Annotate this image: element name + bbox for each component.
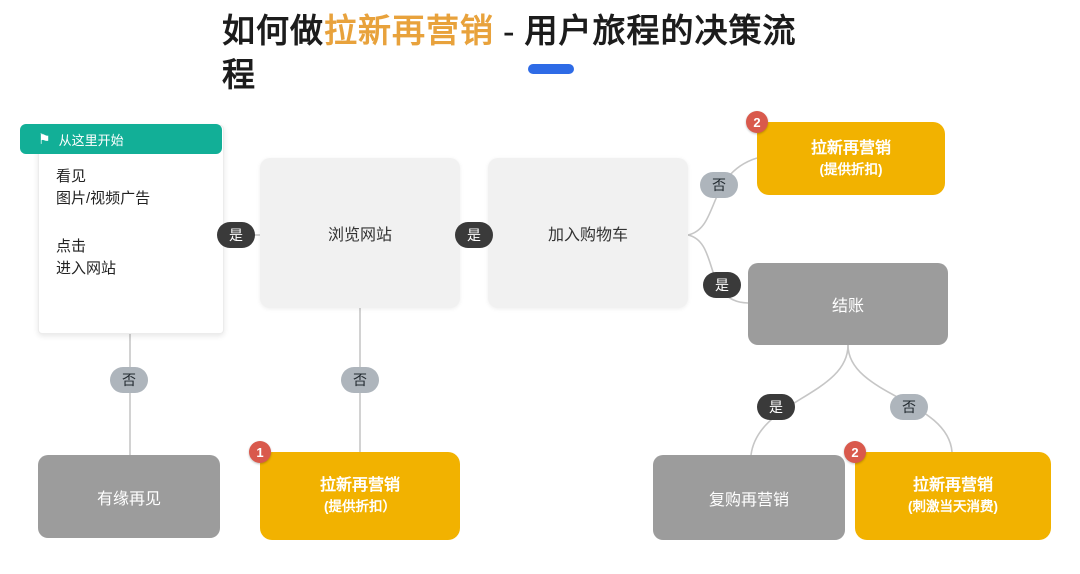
no-pill-start-farewell: 否: [110, 367, 148, 393]
remarketing-sameday-node: 拉新再营销 (刺激当天消费): [855, 452, 1051, 540]
remarketing-sameday-subtitle: (刺激当天消费): [908, 499, 998, 514]
title-highlight: 拉新再营销: [324, 14, 494, 50]
start-line-3: 点击: [56, 238, 87, 255]
start-line-1: 看见: [56, 168, 87, 185]
title-underline-dash: [528, 64, 574, 74]
flag-icon: ⚑: [38, 131, 51, 147]
browse-website-label: 浏览网站: [327, 227, 392, 244]
start-line-4: 进入网站: [56, 260, 117, 277]
yes-pill-checkout-repurchase: 是: [757, 394, 795, 420]
yes-pill-browse-cart: 是: [455, 222, 493, 248]
checkout-label: 结账: [831, 298, 864, 315]
start-node-header: ⚑ 从这里开始: [20, 124, 222, 154]
spacer: [56, 210, 216, 236]
title-text-3: 程: [222, 58, 256, 94]
checkout-node: 结账: [748, 263, 948, 345]
title-text-1: 如何做: [222, 14, 324, 50]
remarketing-discount-subtitle-mid: (提供折扣）: [324, 499, 396, 514]
remarketing-discount-title-mid: 拉新再营销: [319, 477, 400, 494]
step-badge-1-mid: 1: [249, 441, 271, 463]
farewell-node: 有缘再见: [38, 455, 220, 538]
start-line-2: 图片/视频广告: [56, 190, 151, 207]
add-to-cart-label: 加入购物车: [547, 227, 628, 244]
add-to-cart-node: 加入购物车: [488, 158, 688, 308]
remarketing-discount-subtitle-top: (提供折扣): [819, 161, 883, 177]
repurchase-remarketing-label: 复购再营销: [708, 491, 789, 509]
remarketing-discount-node-mid: 拉新再营销 (提供折扣）: [260, 452, 460, 540]
remarketing-discount-title-top: 拉新再营销: [810, 139, 891, 157]
step-badge-2-top: 2: [746, 111, 768, 133]
no-pill-checkout-remarket: 否: [890, 394, 928, 420]
remarketing-discount-node-top: 拉新再营销 (提供折扣): [757, 122, 945, 195]
repurchase-remarketing-node: 复购再营销: [653, 455, 845, 540]
browse-website-node: 浏览网站: [260, 158, 460, 308]
step-badge-2-bottom: 2: [844, 441, 866, 463]
start-header-label: 从这里开始: [58, 132, 124, 148]
farewell-label: 有缘再见: [96, 490, 161, 508]
title-text-2: - 用户旅程的决策流: [494, 14, 797, 50]
remarketing-sameday-title: 拉新再营销: [912, 477, 993, 494]
no-pill-cart-remarket: 否: [700, 172, 738, 198]
no-pill-browse-remarket: 否: [341, 367, 379, 393]
yes-pill-cart-checkout: 是: [703, 272, 741, 298]
start-node-body: 看见 图片/视频广告 点击 进入网站: [56, 166, 216, 280]
page-title: 如何做拉新再营销 - 用户旅程的决策流程: [222, 10, 902, 98]
yes-pill-start-browse: 是: [217, 222, 255, 248]
